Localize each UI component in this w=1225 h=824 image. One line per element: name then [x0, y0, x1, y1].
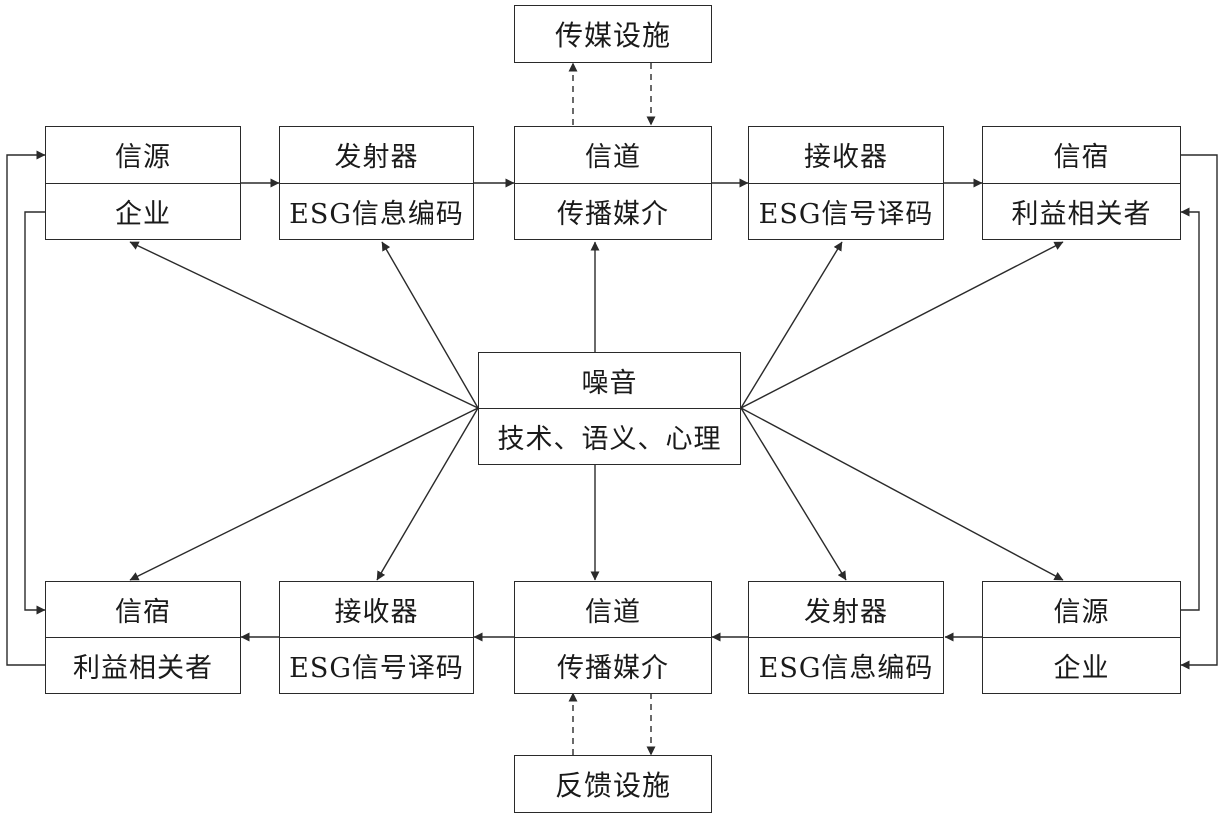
bottom-source-box: 信源 企业 [982, 581, 1181, 694]
top-destination-subtitle: 利益相关者 [983, 182, 1180, 240]
bottom-transmitter-subtitle: ESG信息编码 [749, 637, 943, 693]
top-source-subtitle: 企业 [46, 182, 240, 240]
media-facility-box: 传媒设施 [514, 5, 712, 63]
top-channel-title: 信道 [585, 142, 641, 174]
noise-arrow-to-transmitter-bottom [740, 407, 847, 581]
top-source-title: 信源 [115, 142, 171, 174]
left-loop-outer [6, 150, 46, 666]
bottom-source-subtitle: 企业 [983, 637, 1180, 693]
top-destination-box: 信宿 利益相关者 [982, 126, 1181, 240]
top-source-box: 信源 企业 [45, 126, 241, 240]
right-loop-inner [1180, 207, 1200, 611]
media-facility-label: 传媒设施 [554, 19, 671, 52]
bottom-receiver-box: 接收器 ESG信号译码 [279, 581, 474, 694]
right-loop-outer [1180, 154, 1218, 670]
top-channel-subtitle: 传播媒介 [515, 182, 711, 240]
bottom-channel-title: 信道 [585, 597, 641, 628]
bottom-destination-box: 信宿 利益相关者 [45, 581, 241, 694]
top-transmitter-title: 发射器 [334, 142, 419, 174]
noise-arrow-to-destination-top [740, 241, 1064, 409]
top-transmitter-subtitle: ESG信息编码 [280, 182, 473, 240]
noise-arrow-to-destination-bottom [129, 407, 479, 581]
top-transmitter-box: 发射器 ESG信息编码 [279, 126, 474, 240]
bottom-transmitter-title: 发射器 [804, 597, 888, 628]
bottom-destination-subtitle: 利益相关者 [46, 637, 240, 693]
bottom-receiver-subtitle: ESG信号译码 [280, 637, 473, 693]
noise-subtitle: 技术、语义、心理 [479, 408, 740, 464]
noise-arrow-to-receiver-bottom [376, 407, 479, 581]
top-receiver-subtitle: ESG信号译码 [749, 182, 943, 240]
noise-arrow-to-source-bottom [740, 407, 1064, 581]
bottom-channel-box: 信道 传播媒介 [514, 581, 712, 694]
noise-box: 噪音 技术、语义、心理 [478, 352, 741, 465]
noise-title: 噪音 [581, 368, 638, 399]
bottom-channel-subtitle: 传播媒介 [515, 637, 711, 693]
bottom-transmitter-box: 发射器 ESG信息编码 [748, 581, 944, 694]
feedback-facility-label: 反馈设施 [554, 769, 671, 802]
bottom-receiver-title: 接收器 [334, 597, 419, 628]
noise-arrow-to-source-top [129, 241, 479, 409]
noise-arrow-to-receiver-top [740, 241, 843, 409]
noise-arrow-to-transmitter-top [381, 241, 479, 409]
top-receiver-box: 接收器 ESG信号译码 [748, 126, 944, 240]
left-loop-inner [24, 211, 46, 615]
top-destination-title: 信宿 [1053, 142, 1110, 174]
bottom-destination-title: 信宿 [115, 597, 171, 628]
top-channel-box: 信道 传播媒介 [514, 126, 712, 240]
bottom-source-title: 信源 [1053, 597, 1110, 628]
feedback-facility-box: 反馈设施 [514, 755, 712, 813]
top-receiver-title: 接收器 [804, 142, 888, 174]
